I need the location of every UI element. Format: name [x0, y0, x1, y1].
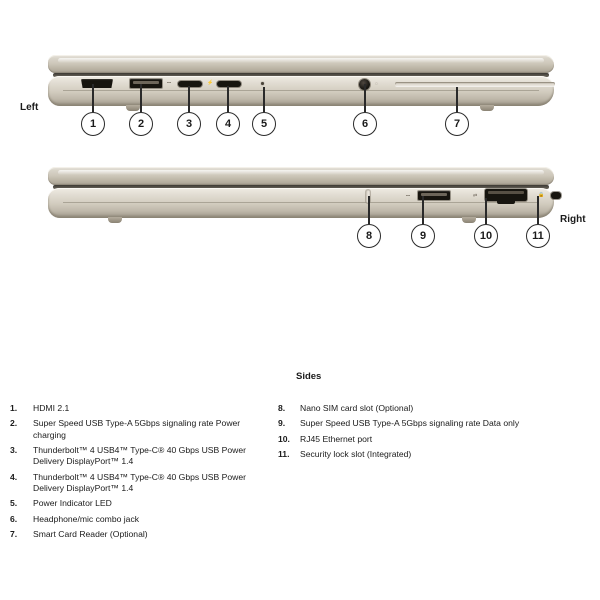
legend-item-label: HDMI 2.1 [33, 403, 70, 413]
laptop-lid [48, 167, 554, 185]
laptop-foot [462, 217, 476, 223]
legend-item-label: Nano SIM card slot (Optional) [300, 403, 414, 413]
legend-item: 9. Super Speed USB Type-A 5Gbps signaling… [278, 418, 590, 429]
laptop-lid [48, 55, 554, 73]
leader-line [368, 196, 370, 224]
legend-item: 7. Smart Card Reader (Optional) [10, 529, 275, 540]
usb-a-port-icon [418, 191, 450, 200]
headphone-glyph-icon: ◌ [375, 81, 378, 87]
legend-item-label: Power Indicator LED [33, 498, 112, 509]
legend-item: 1. HDMI 2.1 [10, 403, 275, 414]
hdmi-port-icon [81, 79, 113, 88]
legend-item: 6. Headphone/mic combo jack [10, 514, 275, 525]
rj45-ethernet-port-icon [485, 189, 527, 204]
legend-item-number: 3. [10, 445, 18, 456]
callout-2[interactable]: 2 [129, 112, 153, 136]
usb-a-port-icon [130, 79, 162, 88]
leader-line [188, 86, 190, 112]
usb-c-port-icon [178, 81, 202, 87]
callout-1[interactable]: 1 [81, 112, 105, 136]
leader-line [263, 87, 265, 112]
thunderbolt-glyph-icon: ⚡ [207, 80, 214, 86]
legend-item-label: RJ45 Ethernet port [300, 433, 373, 444]
usb-glyph-icon: ⎓ [167, 80, 171, 86]
leader-line [537, 196, 539, 224]
usb-glyph-icon: ⎓ [406, 193, 410, 199]
legend-column-left: 1. HDMI 2.1 2. Super Speed USB Type-A 5Gbps… [10, 403, 275, 544]
security-lock-slot-icon [551, 192, 561, 199]
callout-9[interactable]: 9 [411, 224, 435, 248]
laptop-base [48, 76, 554, 106]
laptop-right-side-view: ⎓ ⇄ 🔒 [48, 167, 561, 223]
leader-line [456, 87, 458, 112]
callout-8[interactable]: 8 [357, 224, 381, 248]
callout-4[interactable]: 4 [216, 112, 240, 136]
leader-line [485, 198, 487, 224]
legend-item-label: Headphone/mic combo jack [33, 513, 140, 524]
legend-item: 2. Super Speed USB Type-A 5Gbps signaling… [10, 418, 275, 441]
legend-item: 8. Nano SIM card slot (Optional) [278, 403, 590, 414]
callout-10[interactable]: 10 [474, 224, 498, 248]
usb-c-port-icon [217, 81, 241, 87]
legend-item-label: Super Speed USB Type-A 5Gbps signaling r… [300, 418, 520, 429]
legend-item-number: 7. [10, 529, 18, 540]
legend-item-number: 10. [278, 433, 290, 444]
lock-glyph-icon: 🔒 [538, 192, 545, 198]
legend-item-number: 8. [278, 403, 286, 413]
legend-item: 3. Thunderbolt™ 4 USB4™ Type-C® 40 Gbps U… [10, 445, 275, 468]
legend-item-number: 5. [10, 498, 18, 509]
legend-heading: Sides [296, 371, 322, 382]
callout-7[interactable]: 7 [445, 112, 469, 136]
legend-item-number: 6. [10, 513, 18, 524]
lid-base-gap [53, 73, 549, 77]
leader-line [422, 196, 424, 224]
leader-line [364, 84, 366, 112]
power-led-icon [261, 82, 264, 85]
callout-6[interactable]: 6 [353, 112, 377, 136]
leader-line [92, 84, 94, 112]
legend-item: 4. Thunderbolt™ 4 USB4™ Type-C® 40 Gbps U… [10, 472, 275, 495]
leader-line [140, 84, 142, 112]
legend-item-number: 1. [10, 403, 18, 413]
callout-3[interactable]: 3 [177, 112, 201, 136]
legend-item-label: Thunderbolt™ 4 USB4™ Type-C® 40 Gbps USB… [33, 471, 246, 494]
lid-base-gap [53, 185, 549, 189]
callout-5[interactable]: 5 [252, 112, 276, 136]
legend-item: 5. Power Indicator LED [10, 498, 275, 509]
ethernet-glyph-icon: ⇄ [473, 193, 478, 199]
legend-item-number: 4. [10, 471, 18, 482]
laptop-foot [126, 105, 140, 111]
legend-item-number: 2. [10, 418, 18, 429]
legend-column-right: 8. Nano SIM card slot (Optional) 9. Super S… [278, 403, 590, 464]
laptop-left-side-view: ⎓ ⚡ ◌ [48, 55, 555, 111]
legend-item-label: Thunderbolt™ 4 USB4™ Type-C® 40 Gbps USB… [33, 445, 246, 467]
side-label-left: Left [20, 102, 39, 113]
smart-card-slot-icon [395, 82, 555, 86]
side-label-right: Right [560, 214, 586, 225]
leader-line [227, 86, 229, 112]
legend-item-number: 11. [278, 449, 290, 460]
legend-item-label: Super Speed USB Type-A 5Gbps signaling r… [33, 418, 241, 440]
callout-11[interactable]: 11 [526, 224, 550, 248]
laptop-foot [480, 105, 494, 111]
legend-item: 11. Security lock slot (Integrated) [278, 449, 590, 460]
legend-item-label: Smart Card Reader (Optional) [33, 529, 148, 540]
laptop-base [48, 188, 554, 218]
legend-item-label: Security lock slot (Integrated) [300, 449, 412, 460]
laptop-foot [108, 217, 122, 223]
legend-item-number: 9. [278, 418, 286, 429]
legend-item: 10. RJ45 Ethernet port [278, 434, 590, 445]
